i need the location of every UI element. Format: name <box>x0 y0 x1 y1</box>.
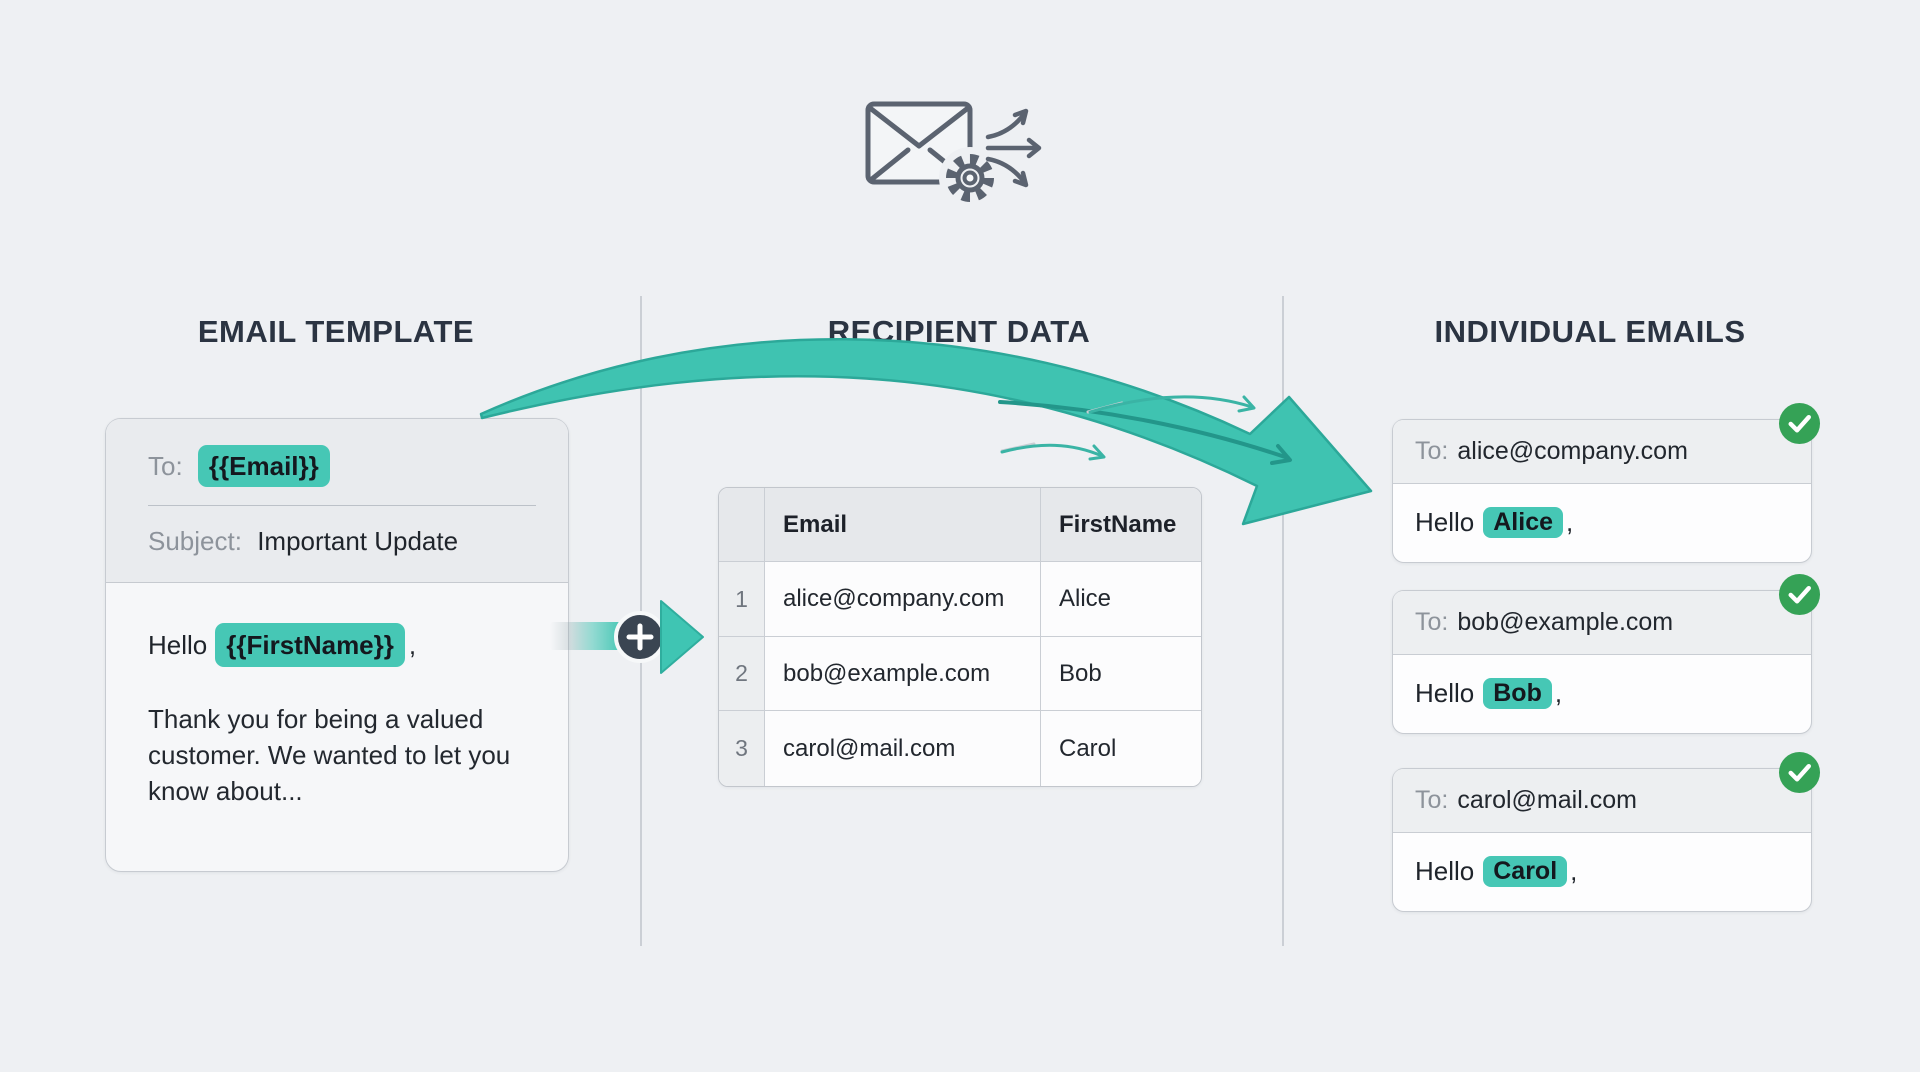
firstname-token-chip: {{FirstName}} <box>215 623 405 667</box>
cell-firstname: Carol <box>1041 711 1201 786</box>
template-card-body: Hello{{FirstName}}, Thank you for being … <box>106 583 568 809</box>
cell-firstname: Bob <box>1041 637 1201 711</box>
section-title-template: EMAIL TEMPLATE <box>197 314 475 349</box>
sent-check-icon <box>1778 402 1821 445</box>
section-title-recipient-data: RECIPIENT DATA <box>827 314 1091 349</box>
table-corner-cell <box>719 488 765 562</box>
envelope-gear-fanout-icon <box>865 101 1042 209</box>
fanout-arrows-icon <box>985 108 1042 188</box>
cell-firstname: Alice <box>1041 562 1201 637</box>
greeting-suffix: , <box>408 630 417 660</box>
template-body-text: Thank you for being a valued customer. W… <box>148 704 511 806</box>
email-card-carol: To: carol@mail.com Hello Carol, <box>1392 751 1821 912</box>
greeting-prefix: Hello <box>1415 855 1475 886</box>
subject-label: Subject: <box>148 526 242 556</box>
to-address: bob@example.com <box>1457 608 1674 636</box>
greeting-suffix: , <box>1554 677 1563 708</box>
email-template-card: To: {{Email}} Subject: Important Update … <box>105 418 569 872</box>
gear-icon <box>939 147 1001 209</box>
header-divider <box>148 505 536 506</box>
divider-right <box>1282 296 1284 946</box>
to-address: carol@mail.com <box>1457 786 1637 814</box>
cell-email: alice@company.com <box>765 562 1041 637</box>
subject-value: Important Update <box>257 526 459 556</box>
merge-band <box>550 622 622 650</box>
template-card-header: To: {{Email}} Subject: Important Update <box>106 419 568 583</box>
merged-name-chip: Carol <box>1483 855 1568 887</box>
email-card-header: To: carol@mail.com <box>1393 769 1811 833</box>
row-number: 3 <box>719 711 765 786</box>
email-card-header: To: alice@company.com <box>1393 420 1811 484</box>
email-card-bob: To: bob@example.com Hello Bob, <box>1392 573 1821 734</box>
column-header-firstname: FirstName <box>1041 488 1201 562</box>
email-token-chip: {{Email}} <box>197 445 330 487</box>
merge-arrowhead-icon <box>660 600 704 674</box>
recipient-data-table: Email FirstName 1 alice@company.com Alic… <box>718 487 1202 787</box>
to-address: alice@company.com <box>1457 437 1688 465</box>
greeting-suffix: , <box>1566 506 1574 537</box>
cell-email: carol@mail.com <box>765 711 1041 786</box>
email-card-alice: To: alice@company.com Hello Alice, <box>1392 402 1821 563</box>
row-number: 1 <box>719 562 765 637</box>
greeting-prefix: Hello <box>148 630 208 660</box>
swoosh-inner-line <box>998 400 1290 460</box>
merged-name-chip: Bob <box>1483 677 1552 709</box>
column-header-email: Email <box>765 488 1041 562</box>
greeting-suffix: , <box>1570 855 1578 886</box>
to-label: To: <box>1415 437 1449 465</box>
email-card-header: To: bob@example.com <box>1393 591 1811 655</box>
merged-name-chip: Alice <box>1483 506 1564 538</box>
sent-check-icon <box>1778 573 1821 616</box>
greeting-prefix: Hello <box>1415 677 1475 708</box>
thin-arrow-lower <box>1000 443 1104 458</box>
greeting-prefix: Hello <box>1415 506 1475 537</box>
to-label: To: <box>1415 786 1449 814</box>
sent-check-icon <box>1778 751 1821 794</box>
section-title-individual-emails: INDIVIDUAL EMAILS <box>1434 314 1746 349</box>
cell-email: bob@example.com <box>765 637 1041 711</box>
thin-arrow-upper <box>1088 395 1254 414</box>
row-number: 2 <box>719 637 765 711</box>
to-label: To: <box>148 451 183 481</box>
to-label: To: <box>1415 608 1449 636</box>
